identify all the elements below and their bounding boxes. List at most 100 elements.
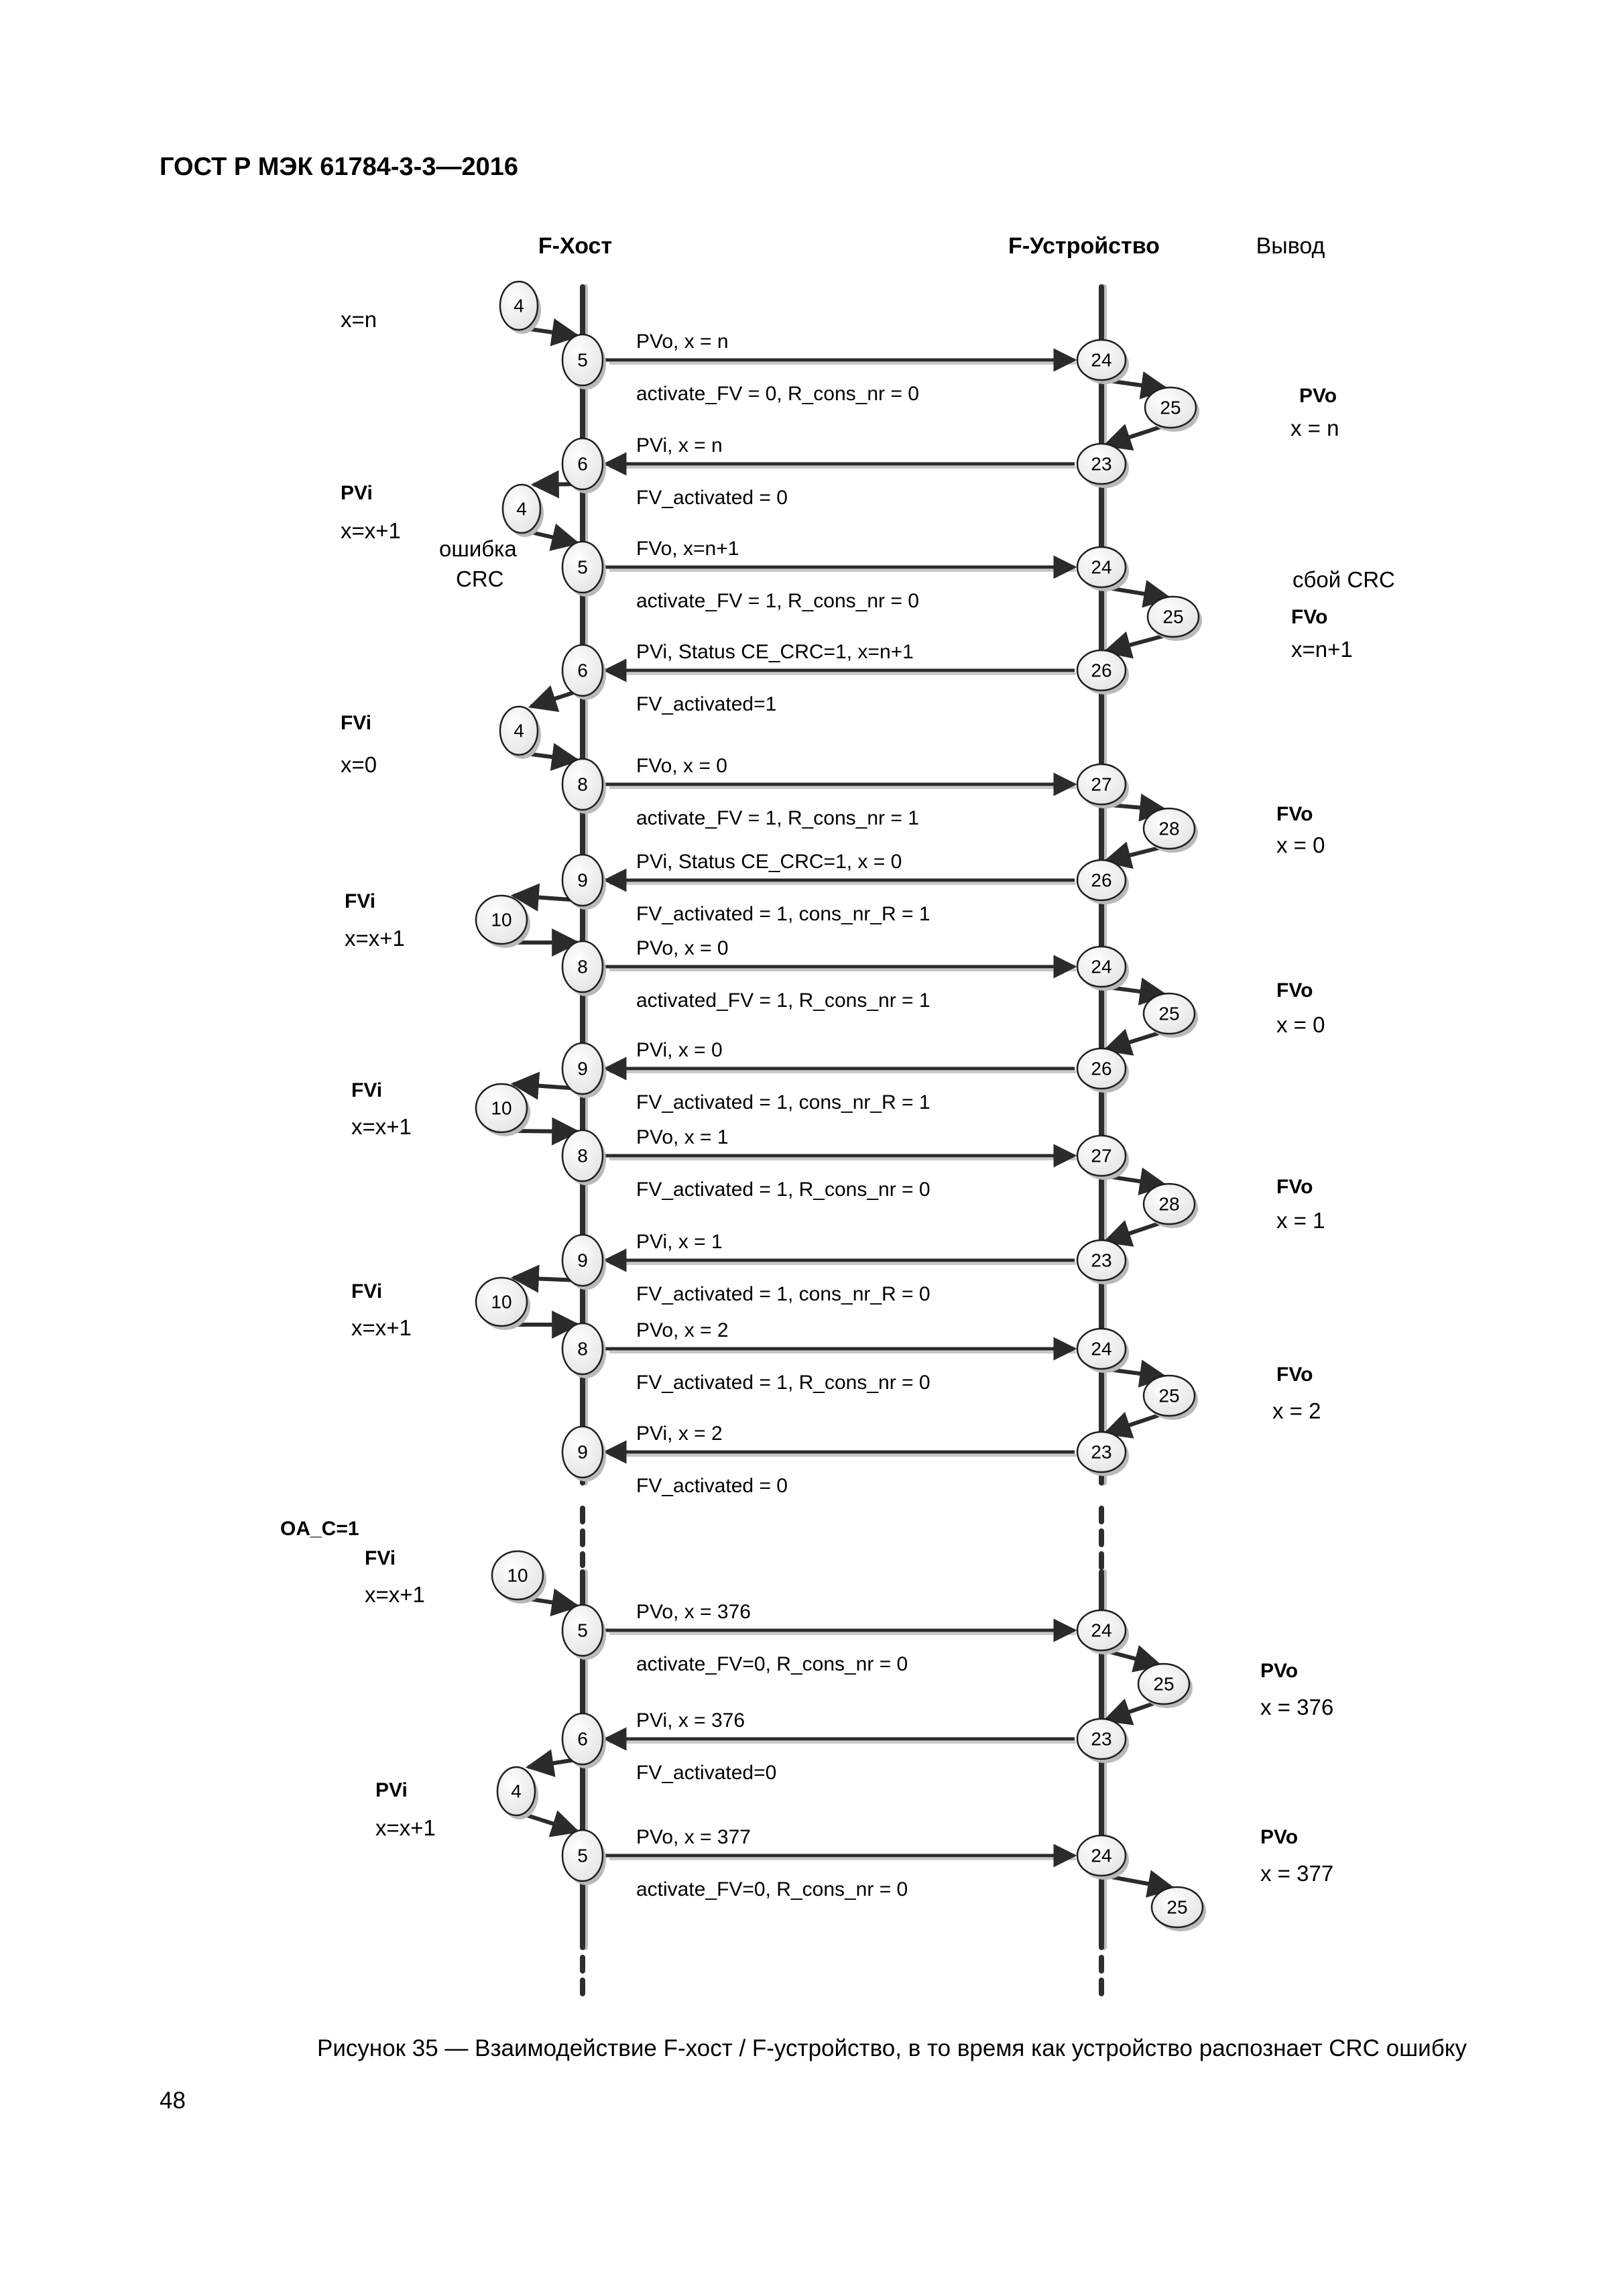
host-state-node: 9: [561, 853, 606, 910]
state-node-circle: [1076, 1609, 1127, 1652]
state-node-circle: [561, 1233, 604, 1287]
state-number: 10: [491, 1098, 512, 1119]
message-params: activate_FV = 1, R_cons_nr = 0: [636, 590, 919, 612]
device-state-node: 24: [1076, 546, 1129, 591]
state-number: 24: [1091, 1846, 1111, 1866]
state-node-circle: [1076, 1834, 1127, 1877]
host-side-state-node: 4: [499, 705, 541, 759]
arrow-state-to-host: [525, 743, 581, 771]
state-number: 23: [1091, 454, 1111, 475]
output-column-title: Вывод: [1256, 233, 1325, 259]
state-number: 26: [1091, 660, 1111, 681]
state-number: 6: [577, 1729, 588, 1750]
state-node-circle: [1137, 1663, 1191, 1705]
state-node-circle: [561, 437, 604, 491]
arrow-state-to-device: [1102, 1028, 1162, 1056]
output-note: PVo: [1260, 1826, 1298, 1848]
state-node-circle: [496, 1766, 536, 1817]
host-state-node: 9: [561, 1425, 606, 1482]
message-label: PVo, x = 1: [636, 1126, 729, 1148]
host-state-node: 5: [561, 540, 606, 597]
host-note: x=x+1: [365, 1582, 425, 1607]
output-note: x = 376: [1260, 1695, 1333, 1719]
state-number: 28: [1158, 1194, 1179, 1215]
message-row: PVi, x = 0FV_activated = 1, cons_nr_R = …: [603, 1039, 1076, 1113]
state-node-circle: [1076, 442, 1127, 485]
state-number: 8: [577, 1146, 588, 1166]
arrow-state-to-host: [528, 523, 581, 551]
state-number: 4: [514, 296, 524, 316]
page-number: 48: [160, 2088, 186, 2114]
state-node-circle: [1076, 1431, 1127, 1473]
arrow-state-to-host: [525, 318, 581, 347]
message-label: PVo, x = 2: [636, 1319, 729, 1341]
host-note: PVi: [341, 482, 373, 504]
state-number: 10: [491, 1292, 512, 1313]
output-note: PVo: [1260, 1660, 1298, 1682]
host-note: x=n: [341, 307, 377, 332]
host-note: ошибка: [439, 536, 517, 561]
host-state-node: 8: [561, 1129, 606, 1185]
message-params: activate_FV=0, R_cons_nr = 0: [636, 1878, 908, 1900]
message-params: FV_activated = 0: [636, 1475, 788, 1497]
host-side-state-node: 4: [496, 1766, 538, 1819]
device-state-node: 24: [1076, 1609, 1129, 1654]
host-side-state-node: 10: [491, 1550, 546, 1604]
state-node-circle: [561, 853, 604, 907]
host-note: x=0: [341, 752, 377, 777]
host-note: FVi: [365, 1547, 396, 1569]
state-number: 9: [577, 870, 588, 891]
state-node-circle: [1142, 992, 1196, 1035]
state-node-circle: [561, 1604, 604, 1657]
device-side-state-node: 25: [1144, 386, 1199, 432]
arrow-state-to-device: [1103, 424, 1163, 451]
state-node-circle: [475, 1276, 528, 1327]
state-number: 24: [1091, 557, 1111, 578]
device-column-title: F-Устройство: [1008, 233, 1160, 259]
state-number: 28: [1158, 819, 1179, 839]
host-note: PVi: [375, 1779, 408, 1801]
device-side-state-node: 25: [1142, 1374, 1198, 1420]
host-state-node: 9: [561, 1233, 606, 1290]
device-side-state-node: 25: [1142, 992, 1198, 1038]
output-note: FVo: [1291, 606, 1327, 628]
device-state-node: 24: [1076, 1834, 1129, 1880]
state-node-circle: [1076, 1327, 1127, 1370]
host-note: x=x+1: [341, 518, 401, 543]
host-side-state-node: 10: [475, 1083, 530, 1136]
state-node-circle: [561, 1129, 604, 1183]
host-state-node: 8: [561, 758, 606, 814]
message-params: activate_FV = 0, R_cons_nr = 0: [636, 383, 919, 405]
host-note: OA_C=1: [280, 1518, 359, 1540]
device-side-state-node: 25: [1146, 595, 1202, 641]
state-node-circle: [561, 1042, 604, 1095]
state-number: 24: [1091, 957, 1111, 977]
state-number: 8: [577, 1339, 588, 1360]
host-side-state-node: 4: [499, 280, 541, 334]
state-number: 23: [1091, 1250, 1111, 1271]
state-number: 9: [577, 1250, 588, 1271]
output-note: FVo: [1276, 803, 1313, 825]
arrow-state-to-device: [1102, 631, 1166, 659]
state-number: 25: [1162, 607, 1183, 627]
device-state-node: 26: [1076, 649, 1129, 694]
output-note: x = 0: [1276, 1012, 1325, 1037]
host-side-state-node: 10: [475, 894, 530, 948]
state-node-circle: [501, 483, 542, 534]
output-note: x = 377: [1260, 1861, 1333, 1886]
state-number: 10: [507, 1565, 528, 1586]
message-label: PVi, x = n: [636, 434, 723, 457]
device-state-node: 23: [1076, 442, 1129, 488]
message-label: PVi, x = 0: [636, 1039, 723, 1061]
output-note: x = 0: [1276, 833, 1325, 857]
output-note: FVo: [1276, 979, 1313, 1002]
message-label: PVi, Status CE_CRC=1, x = 0: [636, 851, 902, 873]
state-node-circle: [561, 758, 604, 811]
arrow-state-to-device: [1103, 1220, 1162, 1247]
state-number: 4: [514, 721, 524, 741]
